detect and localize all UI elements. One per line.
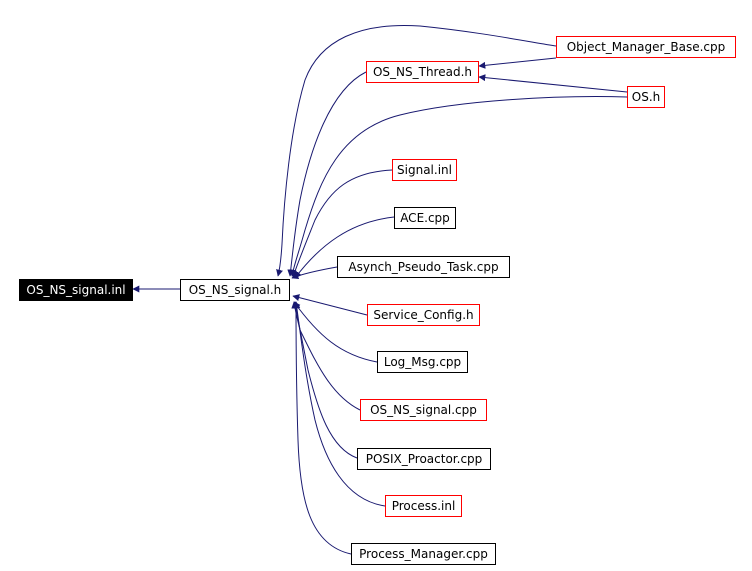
edge-object-manager-base-to-thread-h (478, 57, 557, 69)
edge-asynch-pseudo-task-to-signal-h (291, 266, 338, 280)
node-object-manager-base-cpp[interactable]: Object_Manager_Base.cpp (556, 36, 736, 58)
edge-log-msg-to-signal-h (293, 301, 378, 363)
node-os-ns-signal-h[interactable]: OS_NS_signal.h (180, 279, 290, 301)
edge-object-manager-base-to-signal-h (276, 24, 557, 277)
node-os-ns-signal-inl[interactable]: OS_NS_signal.inl (19, 279, 133, 301)
edge-signal-inl-to-signal-h (291, 169, 393, 278)
node-os-ns-thread-h[interactable]: OS_NS_Thread.h (366, 61, 479, 83)
edge-process-manager-to-signal-h (292, 301, 352, 555)
edge-os-h-to-thread-h (478, 74, 628, 93)
edge-process-inl-to-signal-h (293, 301, 386, 507)
edge-service-config-to-signal-h (292, 294, 368, 316)
edge-thread-h-to-signal-h (287, 71, 367, 277)
node-posix-proactor-cpp[interactable]: POSIX_Proactor.cpp (357, 448, 491, 470)
edge-ace-cpp-to-signal-h (294, 216, 395, 279)
edge-os-h-to-signal-h (289, 96, 628, 277)
edge-posix-proactor-to-signal-h (292, 301, 358, 459)
node-process-manager-cpp[interactable]: Process_Manager.cpp (351, 543, 496, 565)
node-process-inl[interactable]: Process.inl (385, 495, 462, 517)
node-os-h[interactable]: OS.h (627, 86, 665, 108)
node-ace-cpp[interactable]: ACE.cpp (394, 207, 456, 229)
node-service-config-h[interactable]: Service_Config.h (367, 304, 480, 326)
edge-signal-cpp-to-signal-h (291, 301, 361, 411)
node-os-ns-signal-cpp[interactable]: OS_NS_signal.cpp (360, 399, 487, 421)
node-asynch-pseudo-task-cpp[interactable]: Asynch_Pseudo_Task.cpp (337, 256, 510, 278)
node-log-msg-cpp[interactable]: Log_Msg.cpp (377, 351, 468, 373)
node-signal-inl[interactable]: Signal.inl (392, 159, 457, 181)
